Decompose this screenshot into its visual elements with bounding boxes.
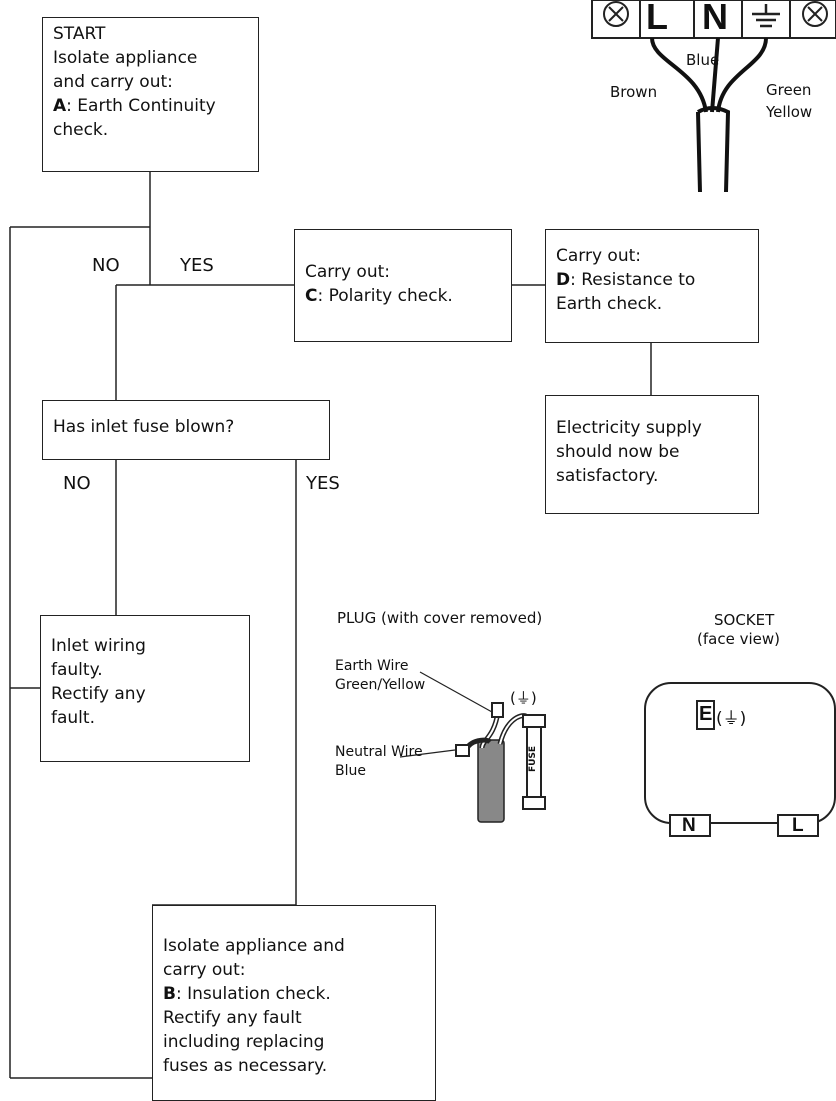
socket-earth-symbol: (⏚) [716,709,747,729]
wire-yellow-label: Yellow [766,103,813,121]
insulation-line-6: fuses as necessary. [163,1056,328,1076]
socket-l-label: L [792,815,804,836]
socket-title-2: (face view) [697,630,780,648]
check-key-d: D [556,270,571,290]
check-key-b: B [163,984,176,1004]
neutral-wire-label-2: Blue [335,763,366,779]
socket-title-1: SOCKET [714,611,775,629]
inlet-line-4: fault. [51,708,95,728]
fuse-label: FUSE [528,745,538,773]
inlet-line-3: Rectify any [51,684,146,704]
earth-wire-label-2: Green/Yellow [335,677,426,693]
socket-e-label: E [699,703,713,725]
socket-n-label: N [682,815,696,836]
start-line-3: A: Earth Continuity [53,94,248,118]
plug-title: PLUG (with cover removed) [337,609,543,627]
terminal-l-label: L [646,0,668,37]
yes-label-2: YES [306,473,340,494]
polarity-check-box: Carry out: C: Polarity check. [294,229,512,342]
inlet-line-1: Inlet wiring [51,636,146,656]
plug-earth-symbol: (⏚) [510,689,537,707]
resistance-line-2: D: Resistance to [556,268,748,292]
inlet-wiring-box: Inlet wiring faulty. Rectify any fault. [40,615,250,762]
resistance-check-box: Carry out: D: Resistance to Earth check. [545,229,759,343]
check-key-c: C [305,286,318,306]
wire-blue-label: Blue [686,51,720,69]
check-b-text: : Insulation check. [175,984,331,1004]
insulation-line-3: B: Insulation check. [163,982,425,1006]
polarity-line-2: C: Polarity check. [305,284,501,308]
insulation-check-box: Isolate appliance and carry out: B: Insu… [152,905,436,1101]
resistance-line-1: Carry out: [556,246,641,266]
wire-brown-label: Brown [610,83,658,101]
insulation-line-1: Isolate appliance and [163,936,345,956]
terminal-block-drawing [591,0,836,193]
start-title: START [53,24,106,44]
polarity-line-1: Carry out: [305,262,390,282]
resistance-line-3: Earth check. [556,294,663,314]
check-c-text: : Polarity check. [317,286,453,306]
insulation-line-4: Rectify any fault [163,1008,302,1028]
supply-satisfactory-box: Electricity supply should now be satisfa… [545,395,759,514]
yes-label-1: YES [180,255,214,276]
plug-drawing [399,671,546,823]
supply-line-3: satisfactory. [556,466,659,486]
check-a-text: : Earth Continuity [66,96,216,116]
terminal-n-label: N [702,0,728,37]
no-label-2: NO [63,473,91,494]
start-line-4: check. [53,120,109,140]
supply-line-2: should now be [556,442,680,462]
wire-green-label: Green [766,81,812,99]
start-line-2: and carry out: [53,72,173,92]
neutral-wire-label-1: Neutral Wire [335,744,423,760]
start-line-1: Isolate appliance [53,48,198,68]
inlet-line-2: faulty. [51,660,103,680]
check-key-a: A [53,96,67,116]
no-label-1: NO [92,255,120,276]
start-box: START Isolate appliance and carry out: A… [42,17,259,172]
socket-drawing [644,682,836,837]
fuse-question-text: Has inlet fuse blown? [53,417,235,437]
insulation-line-2: carry out: [163,960,246,980]
fuse-question-box: Has inlet fuse blown? [42,400,330,460]
earth-wire-label-1: Earth Wire [335,658,409,674]
check-d-text: : Resistance to [570,270,696,290]
insulation-line-5: including replacing [163,1032,325,1052]
supply-line-1: Electricity supply [556,418,702,438]
